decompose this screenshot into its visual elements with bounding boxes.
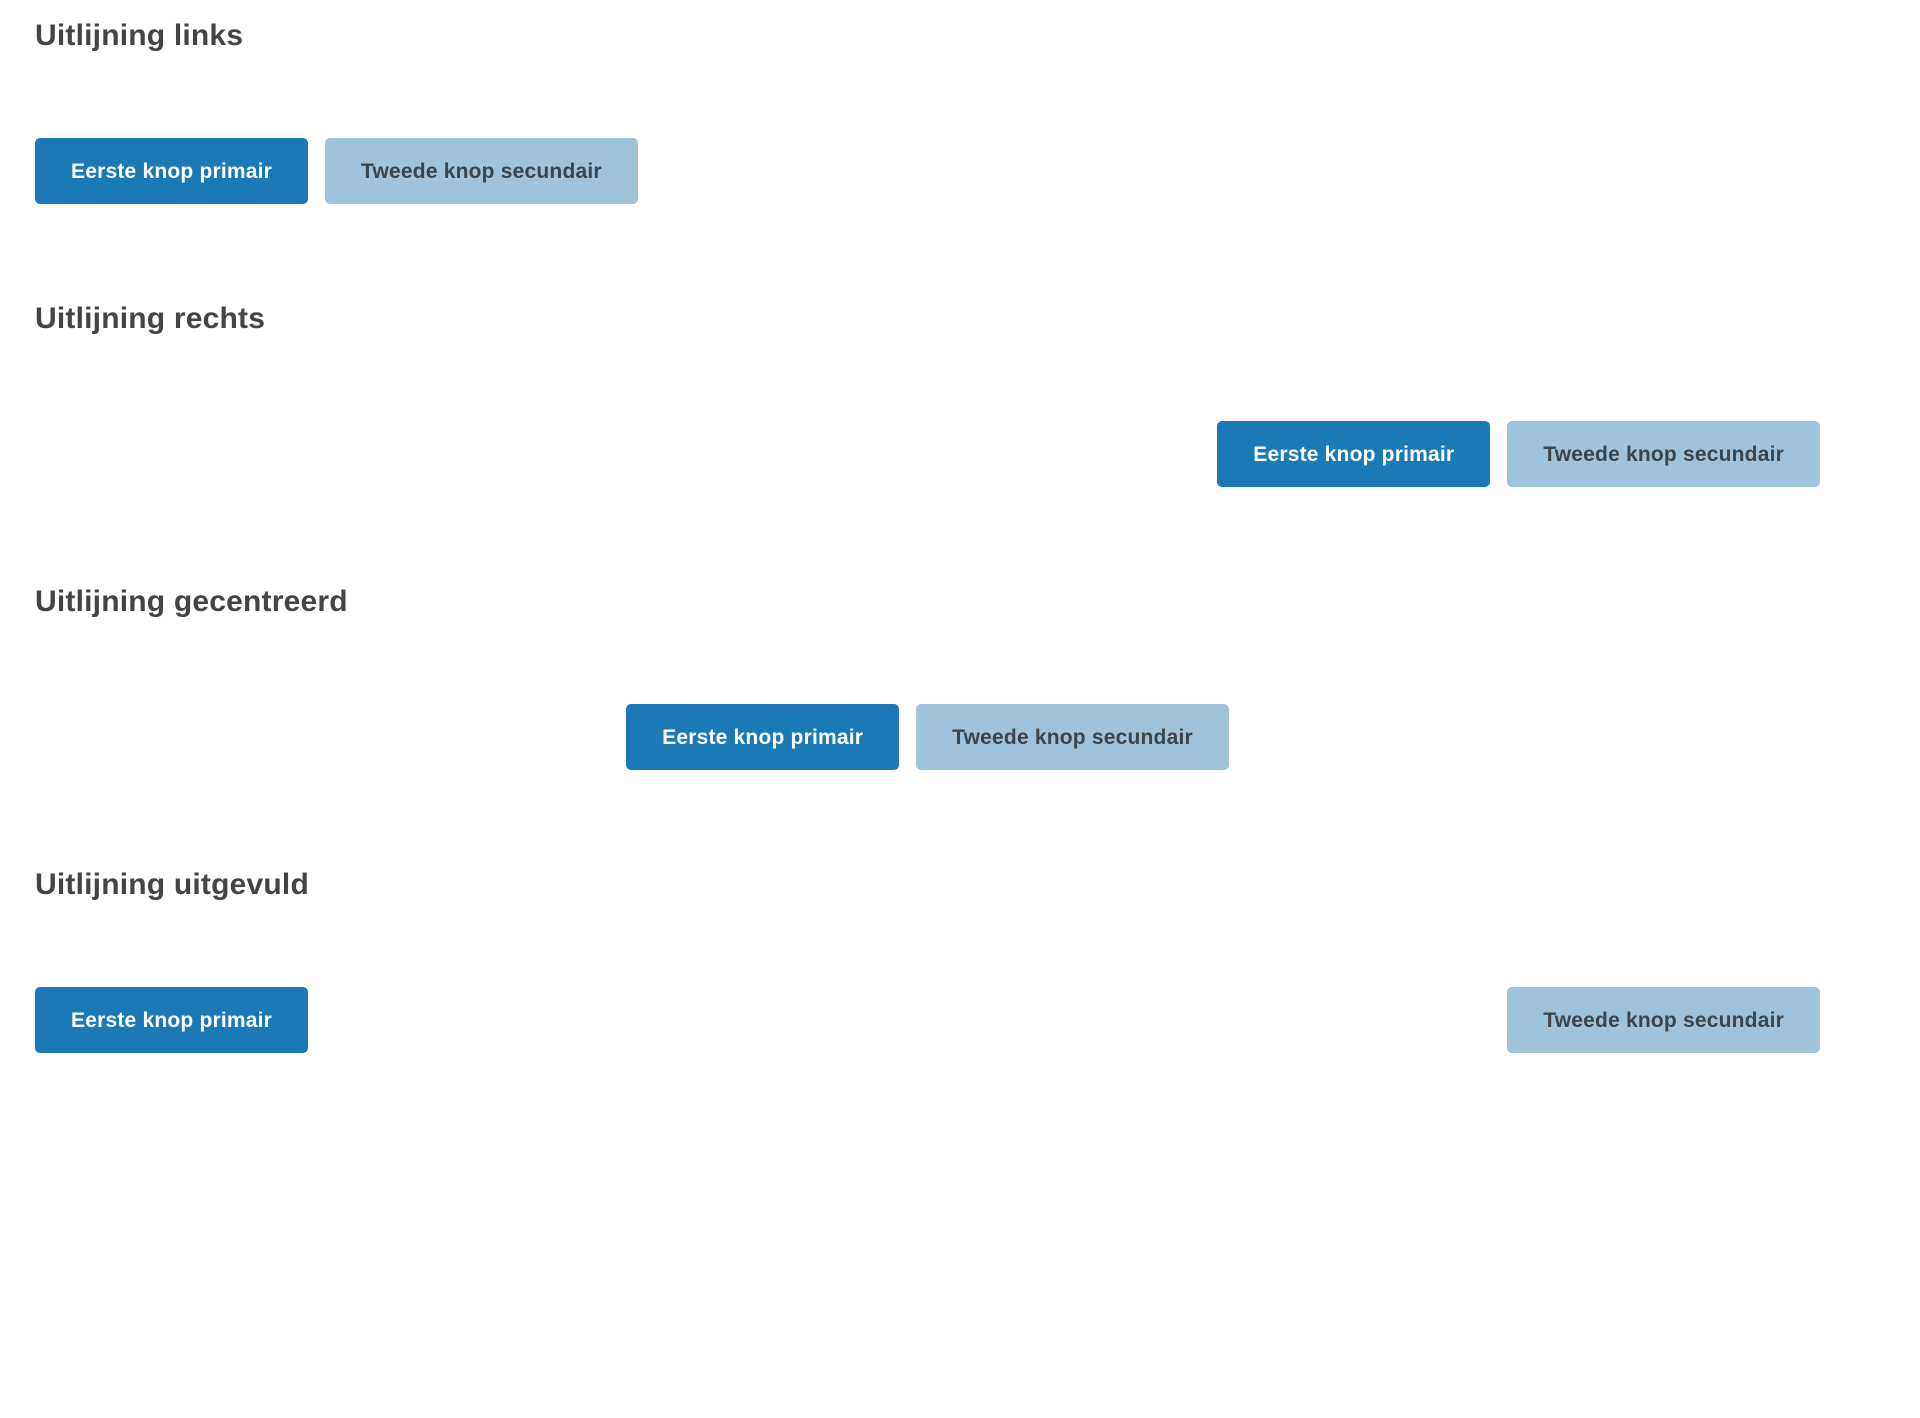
primary-button-left[interactable]: Eerste knop primair: [35, 138, 309, 204]
button-row-justify: Eerste knop primair Tweede knop secundai…: [35, 987, 1820, 1053]
section-heading-right: Uitlijning rechts: [35, 302, 266, 335]
section-alignment-left: Uitlijning links Eerste knop primair Twe…: [35, 0, 1820, 204]
secondary-button-center[interactable]: Tweede knop secundair: [916, 704, 1229, 770]
section-alignment-right: Uitlijning rechts Eerste knop primair Tw…: [35, 301, 1820, 487]
primary-button-right[interactable]: Eerste knop primair: [1217, 421, 1491, 487]
section-alignment-justify: Uitlijning uitgevuld Eerste knop primair…: [35, 867, 1820, 1053]
section-heading-center: Uitlijning gecentreerd: [35, 585, 348, 618]
section-heading-justify: Uitlijning uitgevuld: [35, 868, 309, 901]
primary-button-center[interactable]: Eerste knop primair: [626, 704, 900, 770]
primary-button-justify[interactable]: Eerste knop primair: [35, 987, 309, 1053]
section-heading-left: Uitlijning links: [35, 19, 244, 52]
secondary-button-left[interactable]: Tweede knop secundair: [325, 138, 638, 204]
section-alignment-center: Uitlijning gecentreerd Eerste knop prima…: [35, 584, 1820, 770]
button-row-left: Eerste knop primair Tweede knop secundai…: [35, 138, 1820, 204]
secondary-button-right[interactable]: Tweede knop secundair: [1507, 421, 1820, 487]
button-row-center: Eerste knop primair Tweede knop secundai…: [35, 704, 1820, 770]
button-row-right: Eerste knop primair Tweede knop secundai…: [35, 421, 1820, 487]
secondary-button-justify[interactable]: Tweede knop secundair: [1507, 987, 1820, 1053]
